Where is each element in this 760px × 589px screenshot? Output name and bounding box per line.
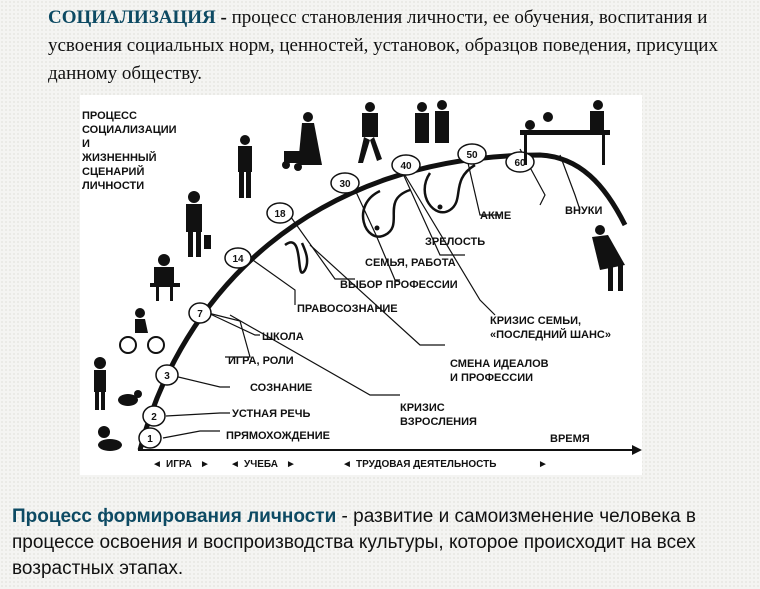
- title-line-5: СЦЕНАРИЙ: [82, 165, 144, 178]
- stage-acme: АКМЕ: [480, 210, 511, 222]
- svg-text:60: 60: [514, 158, 526, 169]
- socialization-definition-text: процесс становления личности, ее обучени…: [48, 7, 718, 84]
- loop-dot-thirty: [374, 225, 380, 231]
- life-arc-inner: [145, 160, 621, 451]
- svg-text:1: 1: [147, 434, 153, 445]
- diagram-title: ПРОЦЕСС СОЦИАЛИЗАЦИИ И ЖИЗНЕННЫЙ СЦЕНАРИ…: [81, 110, 177, 192]
- socialization-diagram: ПРОЦЕСС СОЦИАЛИЗАЦИИ И ЖИЗНЕННЫЙ СЦЕНАРИ…: [80, 95, 642, 475]
- personality-formation-term: Процесс формирования личности: [12, 506, 337, 527]
- personality-formation-definition: Процесс формирования личности - развитие…: [12, 504, 752, 582]
- stage-labels: ПРЯМОХОЖДЕНИЕ УСТНАЯ РЕЧЬ СОЗНАНИЕ ИГРА,…: [226, 205, 611, 442]
- svg-text:30: 30: [339, 179, 351, 190]
- youth-figure: [186, 191, 211, 257]
- stage-family-crisis-line1: КРИЗИС СЕМЬИ,: [490, 315, 581, 327]
- stage-family-work: СЕМЬЯ, РАБОТА: [365, 257, 456, 269]
- definition-dash: -: [215, 7, 232, 28]
- title-line-2: СОЦИАЛИЗАЦИИ: [82, 124, 177, 136]
- stage-adulthood-crisis-line2: ВЗРОСЛЕНИЯ: [400, 416, 477, 428]
- stage-ideals-change-line2: И ПРОФЕССИИ: [450, 372, 533, 384]
- stage-walking: ПРЯМОХОЖДЕНИЕ: [226, 430, 330, 442]
- stage-consciousness: СОЗНАНИЕ: [250, 382, 312, 394]
- age-marker: 2: [142, 405, 166, 427]
- period-play-arrow-right: ►: [200, 459, 210, 470]
- socialization-term: СОЦИАЛИЗАЦИЯ: [48, 7, 216, 28]
- silhouettes: [94, 100, 625, 451]
- svg-text:3: 3: [164, 371, 170, 382]
- diagram-svg: ПРОЦЕСС СОЦИАЛИЗАЦИИ И ЖИЗНЕННЫЙ СЦЕНАРИ…: [81, 100, 642, 470]
- personality-formation-text: развитие и самоизменение человека в проц…: [12, 506, 697, 579]
- walking-man-figure: [358, 102, 382, 163]
- loop-forty: [423, 163, 476, 214]
- age-marker: 50: [457, 143, 487, 165]
- adult-figure: [238, 135, 252, 198]
- loop-dot-forty: [437, 204, 443, 210]
- student-figure: [150, 254, 180, 301]
- stage-maturity: ЗРЕЛОСТЬ: [425, 236, 485, 248]
- cyclist-figure: [119, 308, 165, 354]
- svg-text:7: 7: [197, 309, 203, 320]
- period-work: ТРУДОВАЯ ДЕЯТЕЛЬНОСТЬ: [356, 459, 496, 470]
- stage-adulthood-crisis-line1: КРИЗИС: [400, 402, 445, 414]
- socialization-definition: СОЦИАЛИЗАЦИЯ - процесс становления лично…: [48, 4, 748, 88]
- svg-text:40: 40: [400, 161, 412, 172]
- baby-figure: [98, 426, 122, 451]
- bottom-definition-dash: -: [336, 506, 354, 527]
- stage-legal-consciousness: ПРАВОСОЗНАНИЕ: [297, 303, 398, 315]
- age-marker: 7: [188, 302, 212, 324]
- time-axis-arrowhead: [632, 445, 642, 455]
- title-line-1: ПРОЦЕСС: [82, 110, 137, 122]
- stage-ideals-change-line1: СМЕНА ИДЕАЛОВ: [450, 358, 549, 370]
- age-marker: 60: [505, 151, 535, 173]
- couple-figure: [415, 100, 449, 143]
- stage-speech: УСТНАЯ РЕЧЬ: [232, 408, 310, 420]
- loop-teen: [284, 241, 309, 274]
- stage-play-roles: ИГРА, РОЛИ: [228, 355, 294, 367]
- stage-school: ШКОЛА: [262, 331, 304, 343]
- title-line-6: ЛИЧНОСТИ: [82, 180, 144, 192]
- age-marker: 1: [138, 427, 162, 449]
- svg-text:14: 14: [232, 254, 244, 265]
- time-axis-label: ВРЕМЯ: [550, 433, 590, 445]
- age-marker: 3: [155, 364, 179, 386]
- period-work-arrow-right: ►: [538, 459, 548, 470]
- loop-thirty: [361, 188, 411, 238]
- mother-figure: [282, 112, 322, 171]
- age-marker: 30: [330, 172, 360, 194]
- periods: ◄ ИГРА ► ◄ УЧЕБА ► ◄ ТРУДОВАЯ ДЕЯТЕЛЬНОС…: [152, 459, 548, 470]
- leader-lines: [162, 148, 581, 439]
- period-study-arrow-right: ►: [286, 459, 296, 470]
- svg-text:18: 18: [274, 209, 286, 220]
- stage-family-crisis-line2: «ПОСЛЕДНИЙ ШАНС»: [490, 328, 611, 341]
- period-study-arrow-left: ◄: [230, 459, 240, 470]
- period-play-arrow-left: ◄: [152, 459, 162, 470]
- child-with-dog-figure: [94, 357, 142, 410]
- title-line-3: И: [82, 138, 90, 150]
- stage-profession-choice: ВЫБОР ПРОФЕССИИ: [340, 279, 458, 291]
- age-marker: 14: [224, 247, 252, 269]
- elder-feeding-birds-figure: [592, 225, 625, 291]
- age-marker: 40: [391, 154, 421, 176]
- period-study: УЧЕБА: [244, 459, 278, 470]
- svg-text:2: 2: [151, 412, 157, 423]
- age-marker: 18: [266, 202, 294, 224]
- period-play: ИГРА: [166, 459, 192, 470]
- stage-grandchildren: ВНУКИ: [565, 205, 602, 217]
- title-line-4: ЖИЗНЕННЫЙ: [81, 151, 157, 164]
- svg-text:50: 50: [466, 150, 478, 161]
- period-work-arrow-left: ◄: [342, 459, 352, 470]
- family-table-figure: [520, 100, 610, 165]
